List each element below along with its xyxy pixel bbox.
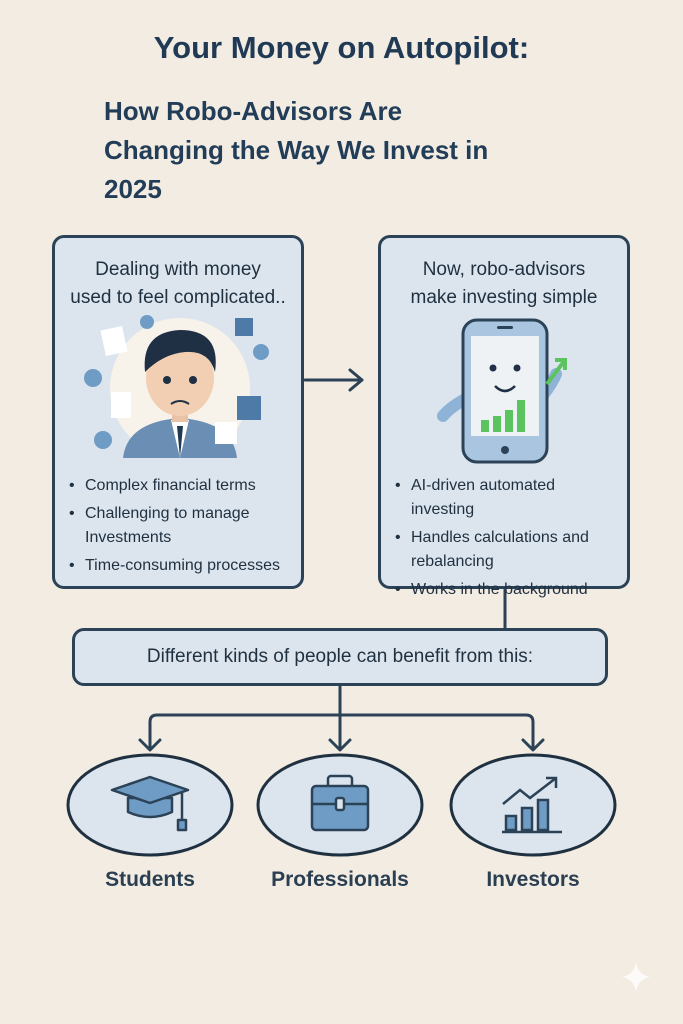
- bullet-item: Time-consuming processes: [69, 554, 295, 578]
- audience-label-students: Students: [105, 868, 195, 891]
- arrow-head-investors: [521, 738, 545, 752]
- bullet-item: Handles calculations and rebalancing: [395, 526, 621, 574]
- heading-line: Now, robo-advisors: [422, 259, 586, 280]
- subtitle-line: 2025: [104, 174, 162, 204]
- benefit-text: Different kinds of people can benefit fr…: [146, 646, 534, 667]
- before-panel: Dealing with money used to feel complica…: [52, 235, 304, 589]
- bullet-item: Challenging to manage Investments: [69, 502, 295, 550]
- page-subtitle: How Robo-Advisors Are Changing the Way W…: [104, 92, 488, 209]
- subtitle-line: Changing the Way We Invest in: [104, 135, 489, 165]
- stressed-person-illustration: [84, 315, 269, 458]
- page-title: Your Money on Autopilot:: [153, 30, 530, 65]
- subtitle-line: How Robo-Advisors Are: [104, 96, 403, 126]
- audience-label-investors: Investors: [486, 868, 580, 891]
- arrow-right: [303, 368, 364, 392]
- arrow-head-students: [138, 738, 162, 752]
- after-bullets: AI-driven automated investing Handles ca…: [395, 474, 621, 606]
- before-heading: Dealing with money used to feel complica…: [55, 256, 301, 312]
- after-panel: Now, robo-advisors make investing simple…: [378, 235, 630, 602]
- smartphone-illustration: [437, 318, 567, 464]
- bullet-item: Complex financial terms: [69, 474, 295, 498]
- sparkle-icon: [622, 962, 650, 992]
- heading-line: Dealing with money: [95, 259, 261, 280]
- after-heading: Now, robo-advisors make investing simple: [381, 256, 627, 312]
- bullet-item: AI-driven automated investing: [395, 474, 621, 522]
- heading-line: make investing simple: [410, 287, 598, 308]
- before-bullets: Complex financial terms Challenging to m…: [69, 474, 295, 582]
- arrow-head-professionals: [328, 738, 352, 752]
- benefit-box: Different kinds of people can benefit fr…: [72, 628, 608, 686]
- audience-label-professionals: Professionals: [271, 868, 409, 891]
- connector-branch: [148, 684, 535, 750]
- heading-line: used to feel complicated..: [70, 287, 286, 308]
- bullet-item: Works in the background: [395, 578, 621, 602]
